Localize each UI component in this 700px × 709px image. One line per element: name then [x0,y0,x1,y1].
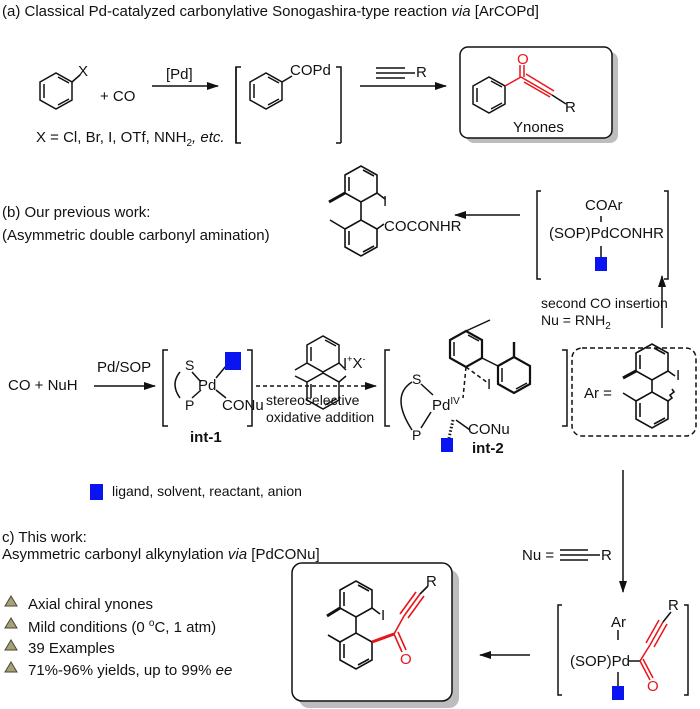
legend-label: ligand, solvent, reactant, anion [112,483,302,499]
reactants-label: CO + NuH [8,377,78,394]
pd-dicarbonyl-complex [536,190,669,280]
b-product-group: COCONHR [384,218,462,235]
complex-ar: Ar [611,614,626,631]
bullet-item: 39 Examples [28,640,115,657]
b-product-iodo: I [383,193,388,210]
acyl-pd-label: COPd [290,62,331,79]
c-product-iodo: I [381,607,386,624]
acyl-pd-structure [235,66,342,144]
panel-b-subtitle: (Asymmetric double carbonyl amination) [2,227,270,244]
int-2-label: int-2 [472,440,504,457]
legend-square [90,484,103,500]
panel-a-title: (a) Classical Pd-catalyzed carbonylative… [2,3,539,20]
int-1-structure [162,349,253,427]
panel-b-title: (b) Our previous work: [2,204,151,221]
bullet-item: Axial chiral ynones [28,596,154,613]
bullet-item: 71%-96% yields, up to 99% ee [28,662,233,679]
panel-c-title: c) This work: [2,529,87,546]
ynones-box [459,46,613,139]
ynones-label: Ynones [513,119,564,136]
c-product-r: R [426,573,437,590]
bullet-triangles [4,595,18,673]
bullet-triangle-icon [4,595,18,607]
nu-alkyne-r: R [601,547,612,564]
ar-definition-box [571,347,697,437]
bullet-triangle-icon [4,617,18,629]
complex-sop-pd-conhr: (SOP)PdCONHR [549,225,665,242]
c-product-carbonyl-o: O [400,651,412,668]
ar-iodo: I [676,367,681,384]
complex-coar: COAr [585,197,623,214]
iodonium-reagent [294,335,347,410]
x-definition: X = Cl, Br, I, OTf, NNH2, etc. [36,129,225,149]
bullet-item: Mild conditions (0 oC, 1 atm) [28,618,217,636]
bullet-triangle-icon [4,661,18,673]
ar-biaryl-structure [622,343,676,429]
nu-alkyne [560,549,600,561]
int1-s: S [185,357,195,373]
alkyne-r-label: R [416,64,427,81]
panel-c-subtitle: Asymmetric carbonyl alkynylation via [Pd… [2,546,320,563]
ar-definition-label: Ar = [584,385,612,402]
ynone-r-label: R [565,99,576,116]
iodonium-label: I+X- [343,354,366,372]
pd-sop-label: Pd/SOP [97,359,152,376]
alkyne-reagent [376,67,415,79]
int-1-label: int-1 [190,429,222,446]
int2-p: P [412,427,422,443]
int1-p: P [185,397,195,413]
ynone-structure [472,65,567,114]
diketoamide-biaryl-structure [328,165,386,257]
oa-label-stereoselective: stereoselective [266,392,360,408]
complex-sop-pd: (SOP)Pd [570,653,631,670]
bullet-triangle-icon [4,639,18,651]
aryl-substituent-x: X [78,63,89,80]
int1-conu: CONu [222,397,264,414]
nu-alkyne-label: Nu = [522,547,555,564]
complex-carbonyl-o: O [647,678,659,695]
int1-pd: Pd [198,377,217,394]
second-co-insertion-label: second CO insertion [541,295,668,311]
ynone-carbonyl-o: O [517,51,529,68]
oa-label-oxidative-addition: oxidative addition [266,409,375,425]
complex-r: R [668,597,679,614]
int2-s: S [412,371,422,387]
co-reagent: + CO [100,88,136,105]
nu-amine-label: Nu = RNH2 [541,312,611,332]
axial-chiral-ynone-structure [326,580,429,670]
aryl-halide-structure [39,72,81,110]
pd-catalyst-label: [Pd] [166,66,193,83]
int-2-structure [384,319,568,452]
int2-pd: PdIV [432,396,460,414]
int2-iodo: I [487,376,492,393]
pd-acyl-alkynyl-complex [557,604,689,700]
int2-conu: CONu [468,421,510,438]
